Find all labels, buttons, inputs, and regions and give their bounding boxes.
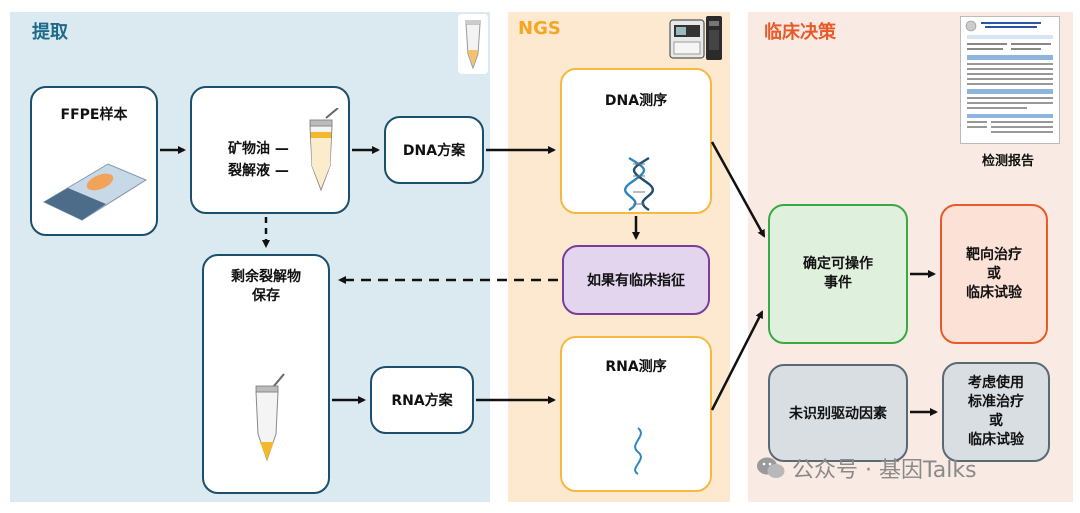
watermark-text: 公众号 · 基因Talks [792,458,977,483]
lysate-storage-box: 剩余裂解物 保存 [202,254,330,494]
arrow-dna-seq-to-actionable [710,141,766,238]
wechat-icon [757,457,785,478]
no-driver-box: 未识别驱动因素 [768,364,908,462]
targeted-therapy-box: 靶向治疗 或 临床试验 [940,204,1048,344]
watermark: 公众号 · 基因Talks [756,452,977,484]
rna-plan-box: RNA方案 [370,366,474,434]
dna-seq-label: DNA测序 [604,93,668,109]
no-driver-label: 未识别驱动因素 [789,406,887,422]
sequencer-icon [668,16,724,62]
rna-strand-icon [634,427,642,475]
targeted-line-1: 靶向治疗 [966,246,1022,263]
tube-small-icon [458,14,488,74]
report-label: 检测报告 [982,154,1035,169]
ffpe-label: FFPE样本 [60,107,128,123]
dna-plan-label: DNA方案 [402,143,466,159]
standard-line-1: 考虑使用 [968,375,1024,391]
standard-line-3: 或 [989,413,1003,429]
dna-seq-box: DNA测序 [560,68,712,214]
actionable-line-1: 确定可操作 [803,256,873,272]
arrow-rna-seq-to-actionable [710,310,764,411]
standard-line-2: 标准治疗 [968,394,1024,410]
ffpe-sample-box: FFPE样本 [30,86,158,236]
lysate-line-1: 剩余裂解物 [231,269,301,285]
oil-lysis-box: 矿物油 — 裂解液 — [190,86,350,214]
standard-line-4: 临床试验 [968,432,1024,448]
clinical-title: 临床决策 [764,22,836,43]
dna-plan-box: DNA方案 [384,116,484,184]
lysate-line-2: 保存 [252,288,280,304]
extraction-title: 提取 [32,22,68,43]
dna-helix-icon [624,156,654,212]
standard-treatment-box: 考虑使用 标准治疗 或 临床试验 [942,362,1050,462]
slide-icon [42,163,148,221]
mineral-oil-label: 矿物油 — [228,141,289,157]
actionable-event-box: 确定可操作 事件 [768,204,908,344]
clinical-indication-label: 如果有临床指征 [587,273,685,289]
tube-storage-icon [255,373,285,462]
tube-icon [309,108,339,192]
ngs-title: NGS [518,18,561,39]
rna-plan-label: RNA方案 [391,393,453,409]
targeted-line-2: 或 [987,265,1001,282]
actionable-line-2: 事件 [824,275,852,291]
rna-seq-label: RNA测序 [605,359,667,375]
rna-seq-box: RNA测序 [560,336,712,492]
clinical-indication-box: 如果有临床指征 [562,245,710,315]
report-thumbnail [960,16,1060,144]
targeted-line-3: 临床试验 [966,284,1022,301]
lysis-label: 裂解液 — [228,163,289,179]
